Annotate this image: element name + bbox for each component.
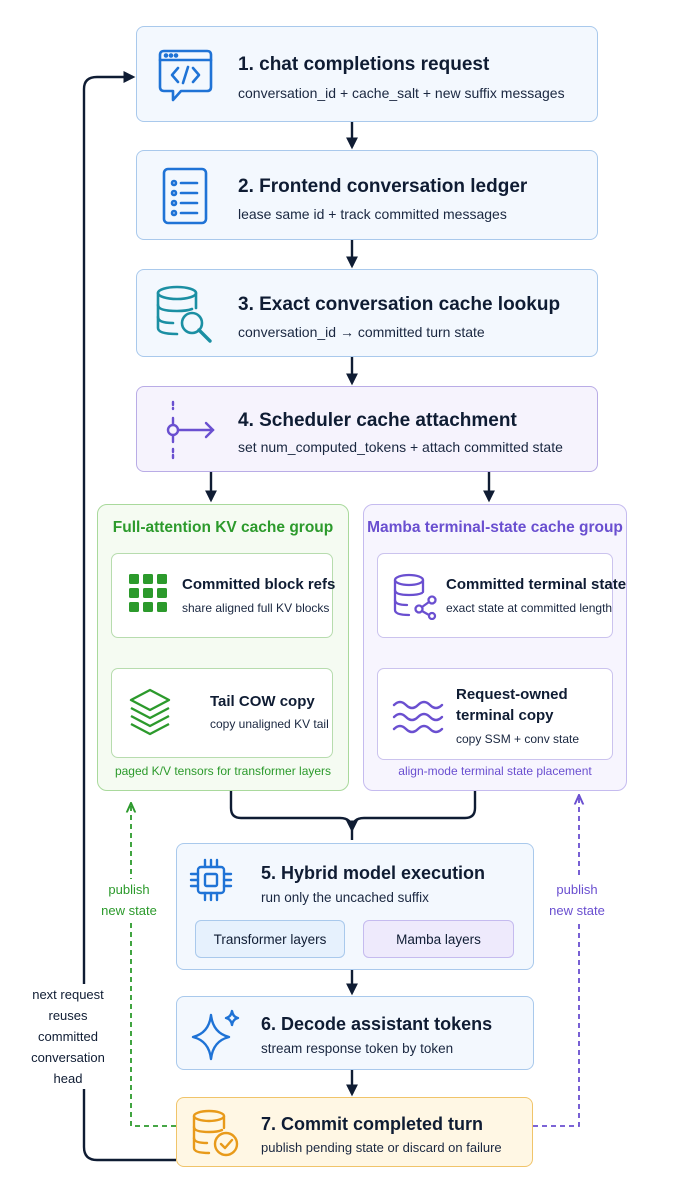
merge-arrow xyxy=(229,791,477,840)
step-6-decode-box: 6. Decode assistant tokens stream respon… xyxy=(176,996,534,1070)
step-6-subtitle: stream response token by token xyxy=(261,1041,454,1056)
step-4-scheduler-box: 4. Scheduler cache attachment set num_co… xyxy=(136,386,598,472)
kv-group-footer: paged K/V tensors for transformer layers xyxy=(114,764,332,778)
mamba-cache-group: Mamba terminal-state cache group Committ… xyxy=(363,504,627,791)
transformer-layers-chip: Transformer layers xyxy=(195,920,345,958)
layers-icon xyxy=(129,688,171,736)
request-owned-terminal-copy-title: Request-owned terminal copy xyxy=(456,686,568,724)
step-1-title: 1. chat completions request xyxy=(238,54,490,75)
tail-cow-copy-subtitle: copy unaligned KV tail xyxy=(210,717,329,731)
loop-back-label: next request reuses committed conversati… xyxy=(24,984,112,1089)
waves-icon xyxy=(392,700,444,734)
request-owned-terminal-copy-card: Request-owned terminal copy copy SSM + c… xyxy=(377,668,613,760)
committed-block-refs-card: Committed block refs share aligned full … xyxy=(111,553,336,638)
committed-terminal-state-card: Committed terminal state exact state at … xyxy=(377,553,626,638)
database-check-icon xyxy=(192,1109,239,1157)
committed-terminal-state-subtitle: exact state at committed length xyxy=(446,601,613,615)
tail-cow-copy-card: Tail COW copy copy unaligned KV tail xyxy=(111,668,333,758)
step-7-commit-box: 7. Commit completed turn publish pending… xyxy=(176,1097,533,1167)
tail-cow-copy-title: Tail COW copy xyxy=(210,693,315,710)
chip-icon xyxy=(189,858,233,902)
attach-arrow-icon xyxy=(166,400,215,460)
step-2-title: 2. Frontend conversation ledger xyxy=(238,176,528,197)
publish-right-line xyxy=(533,796,579,1127)
step-1-request-box: 1. chat completions request conversation… xyxy=(136,26,598,122)
code-window-icon xyxy=(158,49,213,102)
publish-new-state-right-label: publish new state xyxy=(543,879,611,921)
step-5-execution-box: 5. Hybrid model execution run only the u… xyxy=(176,843,534,970)
step-3-title: 3. Exact conversation cache lookup xyxy=(238,294,561,315)
block-grid-icon xyxy=(129,574,167,612)
kv-group-title: Full-attention KV cache group xyxy=(112,519,334,536)
step-7-subtitle: publish pending state or discard on fail… xyxy=(261,1140,502,1155)
sparkle-icon xyxy=(191,1009,240,1061)
step-3-lookup-box: 3. Exact conversation cache lookup conve… xyxy=(136,269,598,357)
mamba-layers-chip: Mamba layers xyxy=(363,920,514,958)
request-owned-terminal-copy-subtitle: copy SSM + conv state xyxy=(456,732,580,746)
step-2-subtitle: lease same id + track committed messages xyxy=(238,206,507,222)
committed-block-refs-subtitle: share aligned full KV blocks xyxy=(182,601,330,615)
step-5-subtitle: run only the uncached suffix xyxy=(261,890,429,905)
publish-new-state-left-label: publish new state xyxy=(96,879,162,921)
committed-terminal-state-title: Committed terminal state xyxy=(446,576,627,593)
publish-left-line xyxy=(131,804,176,1127)
step-7-title: 7. Commit completed turn xyxy=(261,1114,484,1134)
step-2-ledger-box: 2. Frontend conversation ledger lease sa… xyxy=(136,150,598,240)
kv-cache-group: Full-attention KV cache group Committed … xyxy=(97,504,349,791)
list-icon xyxy=(162,167,208,225)
step-5-title: 5. Hybrid model execution xyxy=(261,863,486,883)
database-search-icon xyxy=(156,285,212,343)
loop-arrow xyxy=(82,71,176,1162)
step-4-title: 4. Scheduler cache attachment xyxy=(238,410,517,431)
database-share-icon xyxy=(393,573,437,620)
step-1-subtitle: conversation_id + cache_salt + new suffi… xyxy=(238,85,565,101)
step-3-subtitle: conversation_id → committed turn state xyxy=(238,324,485,340)
mamba-group-title: Mamba terminal-state cache group xyxy=(367,519,623,536)
mamba-group-footer: align-mode terminal state placement xyxy=(398,764,592,778)
committed-block-refs-title: Committed block refs xyxy=(182,576,336,593)
step-4-subtitle: set num_computed_tokens + attach committ… xyxy=(238,439,563,455)
step-6-title: 6. Decode assistant tokens xyxy=(261,1014,493,1034)
